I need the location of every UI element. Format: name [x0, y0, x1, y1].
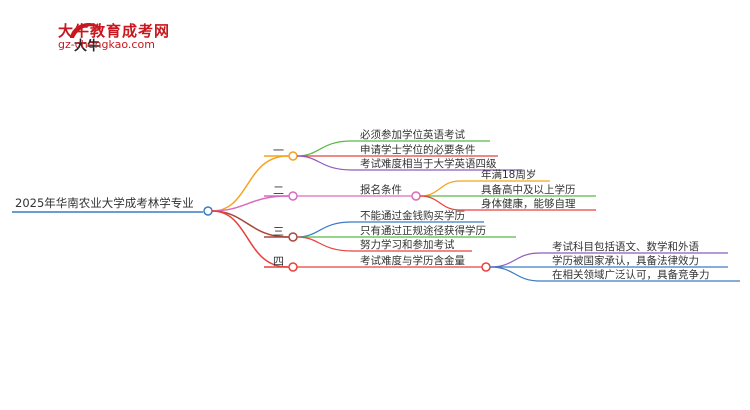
branch-3-child-2: 只有通过正规途径获得学历	[360, 224, 486, 237]
branch-3-child-1: 不能通过金钱购买学历	[360, 209, 465, 222]
branch-1-child-2: 申请学士学位的必要条件	[360, 143, 476, 156]
connector-branch-1	[211, 155, 289, 212]
logo-mark: 大牛	[74, 38, 100, 54]
connector-branch-4	[211, 210, 289, 268]
branch-4-label: 四	[273, 255, 284, 268]
branch-2-label: 二	[273, 184, 284, 197]
branch-4-child-2: 学历被国家承认，具备法律效力	[552, 254, 699, 267]
branch-2-child-2: 具备高中及以上学历	[481, 183, 576, 196]
brand-url: gz-chengkao.com	[58, 38, 155, 51]
branch-4-child-3: 在相关领域广泛认可，具备竞争力	[552, 268, 710, 281]
branch-2-node	[288, 191, 298, 201]
branch-3-child-3: 努力学习和参加考试	[360, 238, 455, 251]
branch-2-child-1: 年满18周岁	[481, 168, 536, 181]
branch-1-node	[288, 151, 298, 161]
branch-2-topic-node	[411, 191, 421, 201]
branch-4-topic-node	[481, 262, 491, 272]
branch-3-label: 三	[273, 225, 284, 238]
root-topic: 2025年华南农业大学成考林学专业	[15, 196, 194, 210]
branch-1-label: 一	[273, 144, 284, 157]
branch-2-child-3: 身体健康，能够自理	[481, 197, 576, 210]
root-node	[203, 206, 213, 216]
branch-4-topic: 考试难度与学历含金量	[360, 254, 465, 267]
brand-name: 大牛教育成考网	[58, 22, 171, 40]
logo: 大牛	[70, 23, 102, 54]
branch-2-topic: 报名条件	[360, 183, 402, 196]
logo-swoosh-icon	[70, 23, 102, 38]
branch-1-child-1: 必须参加学位英语考试	[360, 128, 465, 141]
branch-4-node	[288, 262, 298, 272]
branch-1-child-3: 考试难度相当于大学英语四级	[360, 157, 497, 170]
branch-4-child-1: 考试科目包括语文、数学和外语	[552, 240, 699, 253]
branch-3-node	[288, 232, 298, 242]
